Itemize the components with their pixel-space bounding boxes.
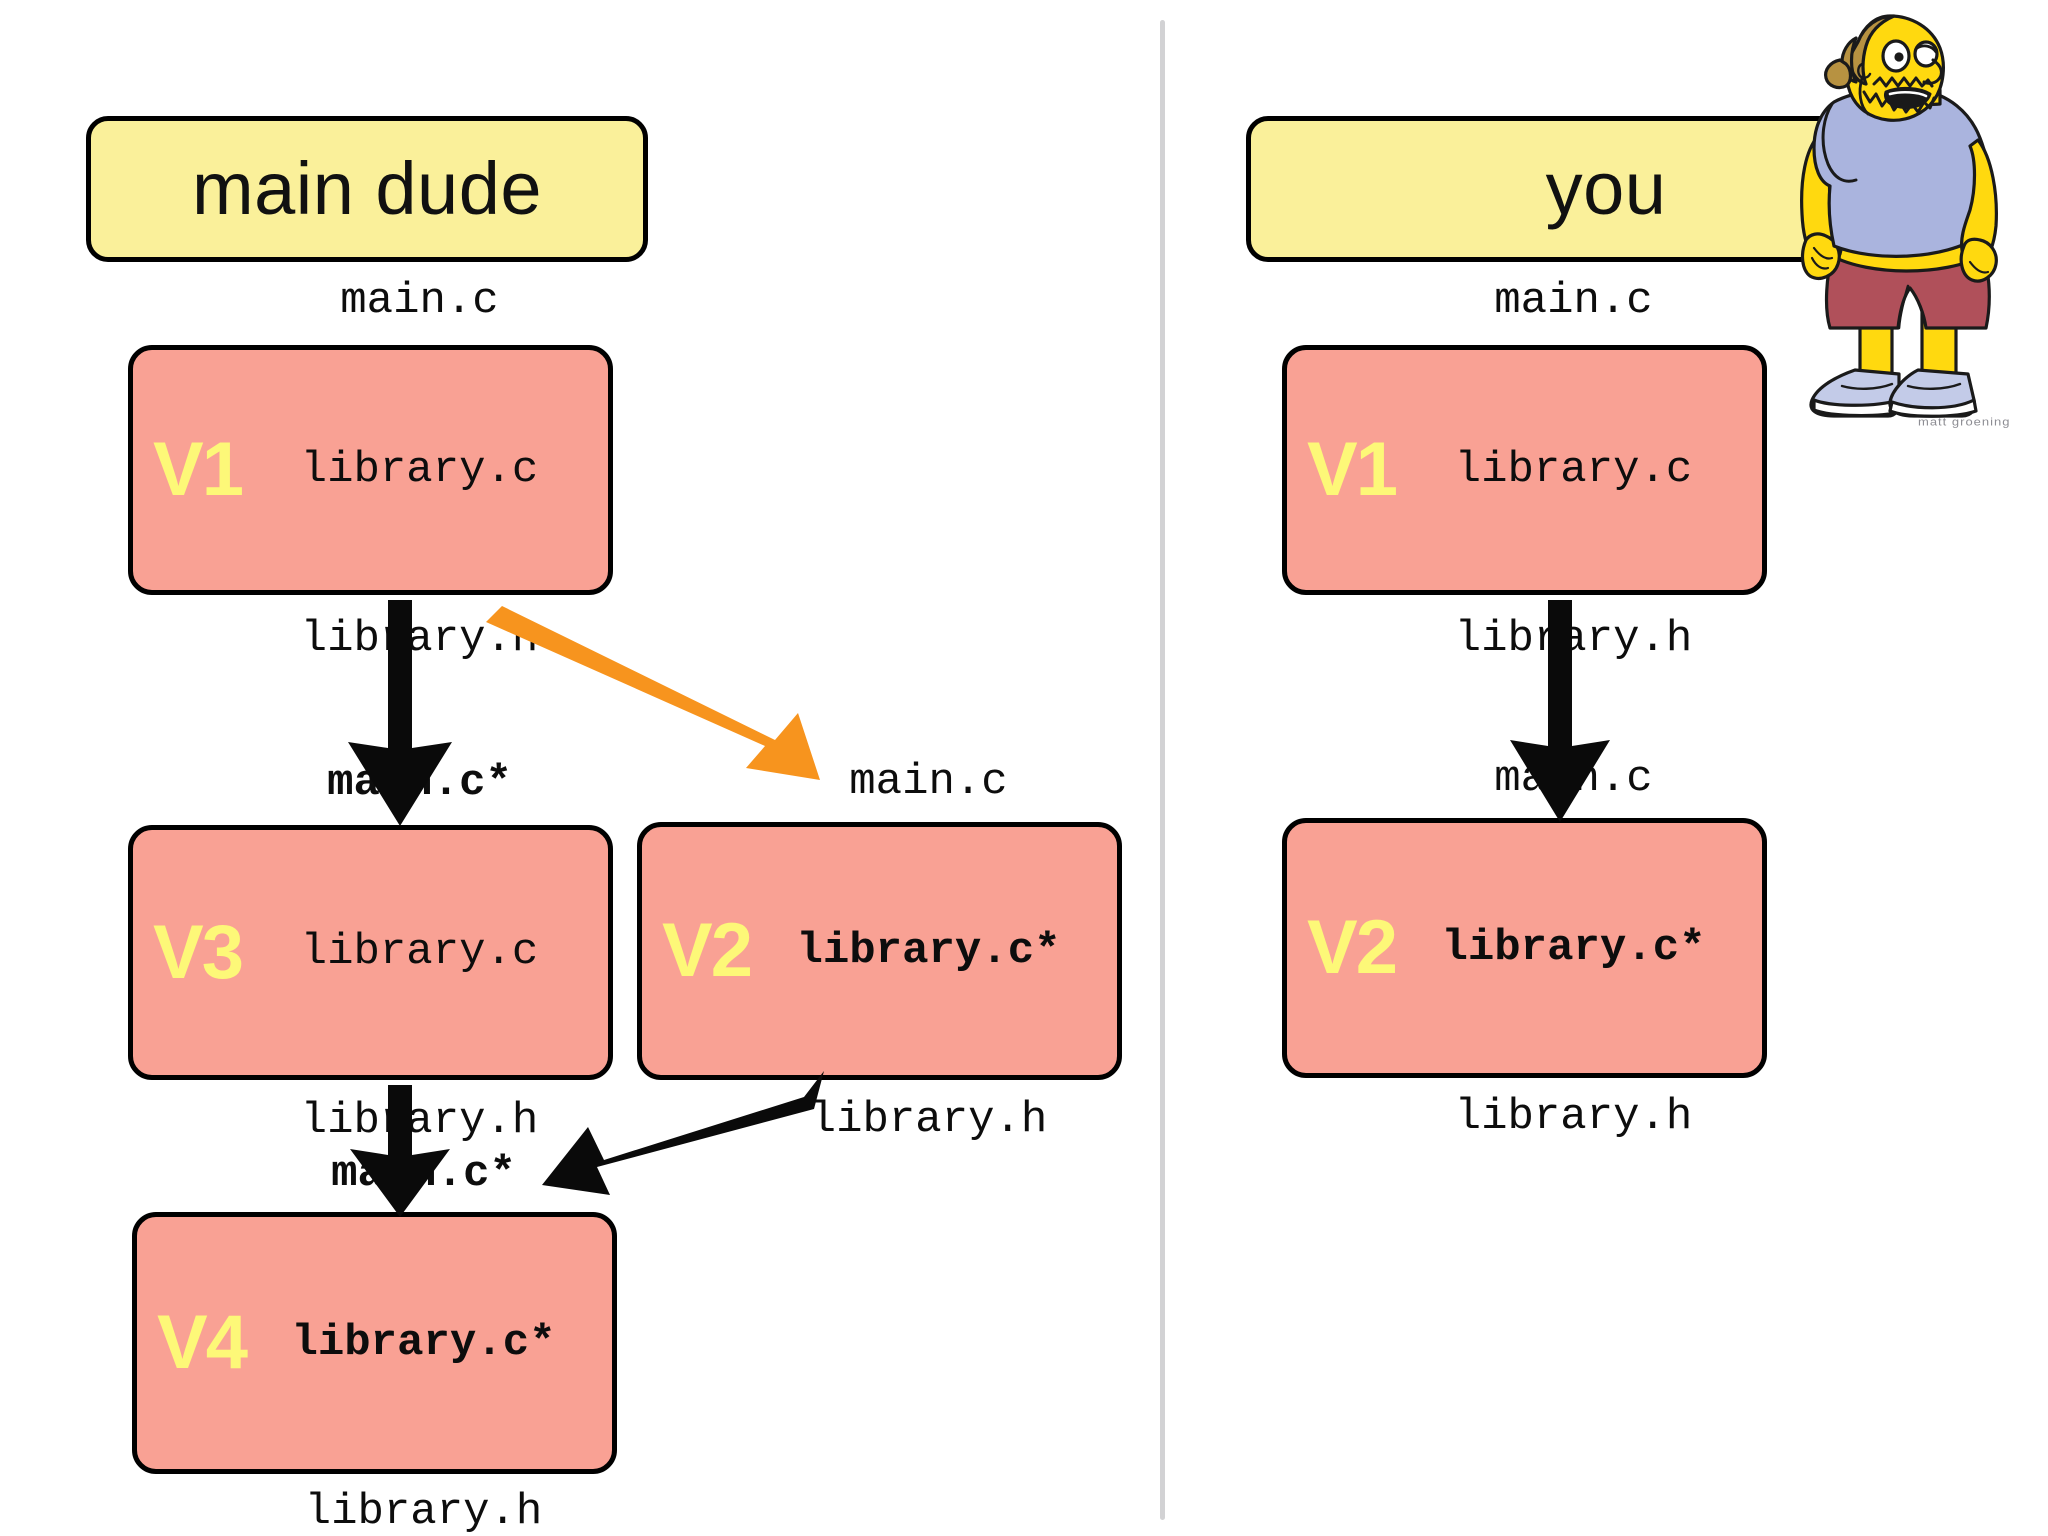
version-tag-right-v2: V2 [1307, 905, 1398, 990]
comic-book-guy-illustration [1800, 8, 2048, 448]
file-item: main.c [1494, 753, 1653, 804]
file-item: main.c [340, 275, 499, 326]
file-item: main.c [1494, 275, 1653, 326]
file-list-left-v4: main.c* library.c* library.h [253, 1033, 612, 1536]
version-box-left-v4: V4 main.c* library.c* library.h [132, 1149, 617, 1536]
file-item: library.h [1454, 1091, 1693, 1142]
header-label-main-dude: main dude [191, 147, 543, 230]
file-item: library.c* [291, 1317, 556, 1368]
file-item: main.c* [327, 758, 512, 809]
file-item: library.c* [1441, 922, 1706, 973]
comic-book-guy-figure [1800, 14, 1998, 418]
version-box-left-v1: V1 main.c library.c library.h [128, 276, 613, 664]
file-item: library.c* [796, 925, 1061, 976]
file-item: main.c* [331, 1148, 516, 1199]
version-box-right-v2: V2 main.c library.c* library.h [1282, 754, 1767, 1142]
file-item: main.c [849, 756, 1008, 807]
file-item: library.h [304, 1486, 543, 1536]
version-box-left-v2: V2 main.c library.c* library.h [637, 757, 1122, 1145]
header-box-main-dude: main dude [86, 116, 648, 262]
file-item: library.c [1454, 444, 1693, 495]
version-tag-left-v3: V3 [153, 909, 244, 995]
column-divider [1160, 20, 1165, 1520]
version-box-right-v1: V1 main.c library.c library.h [1282, 276, 1767, 664]
version-tag-right-v1: V1 [1307, 427, 1398, 512]
version-tag-left-v4: V4 [157, 1300, 248, 1385]
file-item: library.h [809, 1094, 1048, 1145]
file-item: library.c [300, 444, 539, 495]
file-list-left-v2: main.c library.c* library.h [758, 641, 1117, 1260]
version-tag-left-v2: V2 [662, 908, 753, 993]
file-list-right-v2: main.c library.c* library.h [1403, 638, 1762, 1257]
artist-signature: matt groening [1918, 415, 2011, 428]
file-item: library.c [300, 927, 539, 978]
version-tag-left-v1: V1 [153, 427, 244, 512]
header-label-you: you [1545, 147, 1667, 230]
